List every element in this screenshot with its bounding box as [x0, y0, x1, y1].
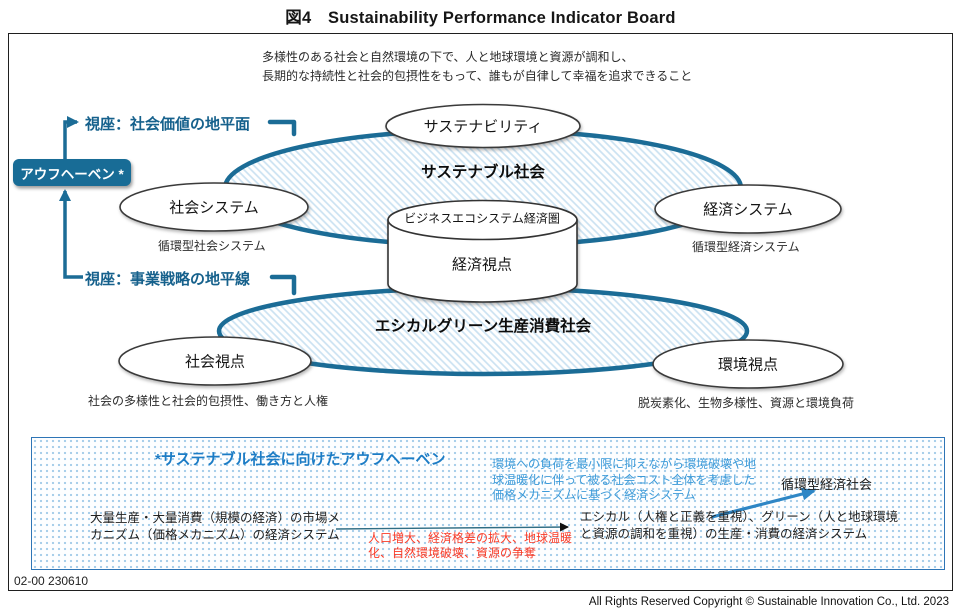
bottom-box-left-text: 大量生産・大量消費（規模の経済）の市場メカニズム（価格メカニズム）の経済システム [90, 511, 341, 542]
sustainability-ellipse [385, 103, 581, 149]
sustainable-society-label: サステナブル社会 [421, 164, 545, 181]
economic-system-label: 経済システム [703, 201, 793, 219]
viewpoint-social-value-label: 視座：社会価値の地平面 [85, 116, 251, 133]
social-system-ellipse [119, 182, 309, 232]
economic-system-ellipse [654, 184, 842, 234]
circular-economy-society-label: 循環型経済社会 [781, 477, 873, 492]
caption-economic-system: 循環型経済システム [692, 240, 800, 254]
caption-social-view: 社会の多様性と社会的包摂性、働き方と人権 [88, 394, 329, 408]
environment-view-label: 環境視点 [717, 356, 779, 374]
copyright-text: All Rights Reserved Copyright © Sustaina… [588, 596, 949, 608]
intro-line-1: 多様性のある社会と自然環境の下で、人と地球環境と資源が調和し、 [262, 50, 634, 64]
sustainability-label: サステナビリティ [423, 118, 543, 136]
social-system-label: 社会システム [169, 199, 259, 217]
viewpoint-business-strategy-label: 視座：事業戦略の地平線 [85, 271, 251, 288]
intro-line-2: 長期的な持続性と社会的包摂性をもって、誰もが自律して幸福を追求できること [262, 69, 693, 83]
aufheben-explanation-box [31, 437, 945, 570]
economic-perspective-label: 経済視点 [451, 256, 513, 274]
environment-view-ellipse [652, 339, 844, 389]
aufheben-up-arrow [63, 116, 79, 159]
bottom-box-red-text: 人口増大、経済格差の拡大、地球温暖化、自然環境破壊、資源の争奪 [368, 531, 573, 560]
transition-arrow [335, 522, 569, 532]
bottom-box-title: *サステナブル社会に向けたアウフヘーベン [155, 451, 446, 468]
economy-cylinder [387, 199, 578, 303]
figure-title: 図4 Sustainability Performance Indicator … [285, 9, 676, 27]
business-ecosystem-label: ビジネスエコシステム経済圏 [404, 211, 560, 226]
connector-social-value-line [267, 119, 297, 137]
document-code: 02-00 230610 [14, 574, 89, 588]
aufheben-from-strategy-arrow [59, 189, 83, 279]
bottom-box-right-text: エシカル（人権と正義を重視）、グリーン（人と地球環境と資源の調和を重視）の生産・… [580, 510, 899, 541]
bottom-box-blue-text: 環境への負荷を最小限に抑えながら環境破壊や地球温暖化に伴って被る社会コスト全体を… [492, 457, 757, 502]
social-view-label: 社会視点 [184, 353, 246, 371]
aufheben-badge: アウフヘーベン * [13, 159, 131, 186]
ethical-green-label: エシカルグリーン生産消費社会 [374, 318, 592, 335]
social-view-ellipse [118, 336, 312, 386]
caption-social-system: 循環型社会システム [158, 239, 266, 253]
to-circular-economy-arrow [711, 487, 816, 519]
caption-environment-view: 脱炭素化、生物多様性、資源と環境負荷 [638, 396, 855, 410]
connector-business-strategy-line [269, 274, 297, 296]
intro-text: 多様性のある社会と自然環境の下で、人と地球環境と資源が調和し、 長期的な持続性と… [262, 48, 692, 86]
